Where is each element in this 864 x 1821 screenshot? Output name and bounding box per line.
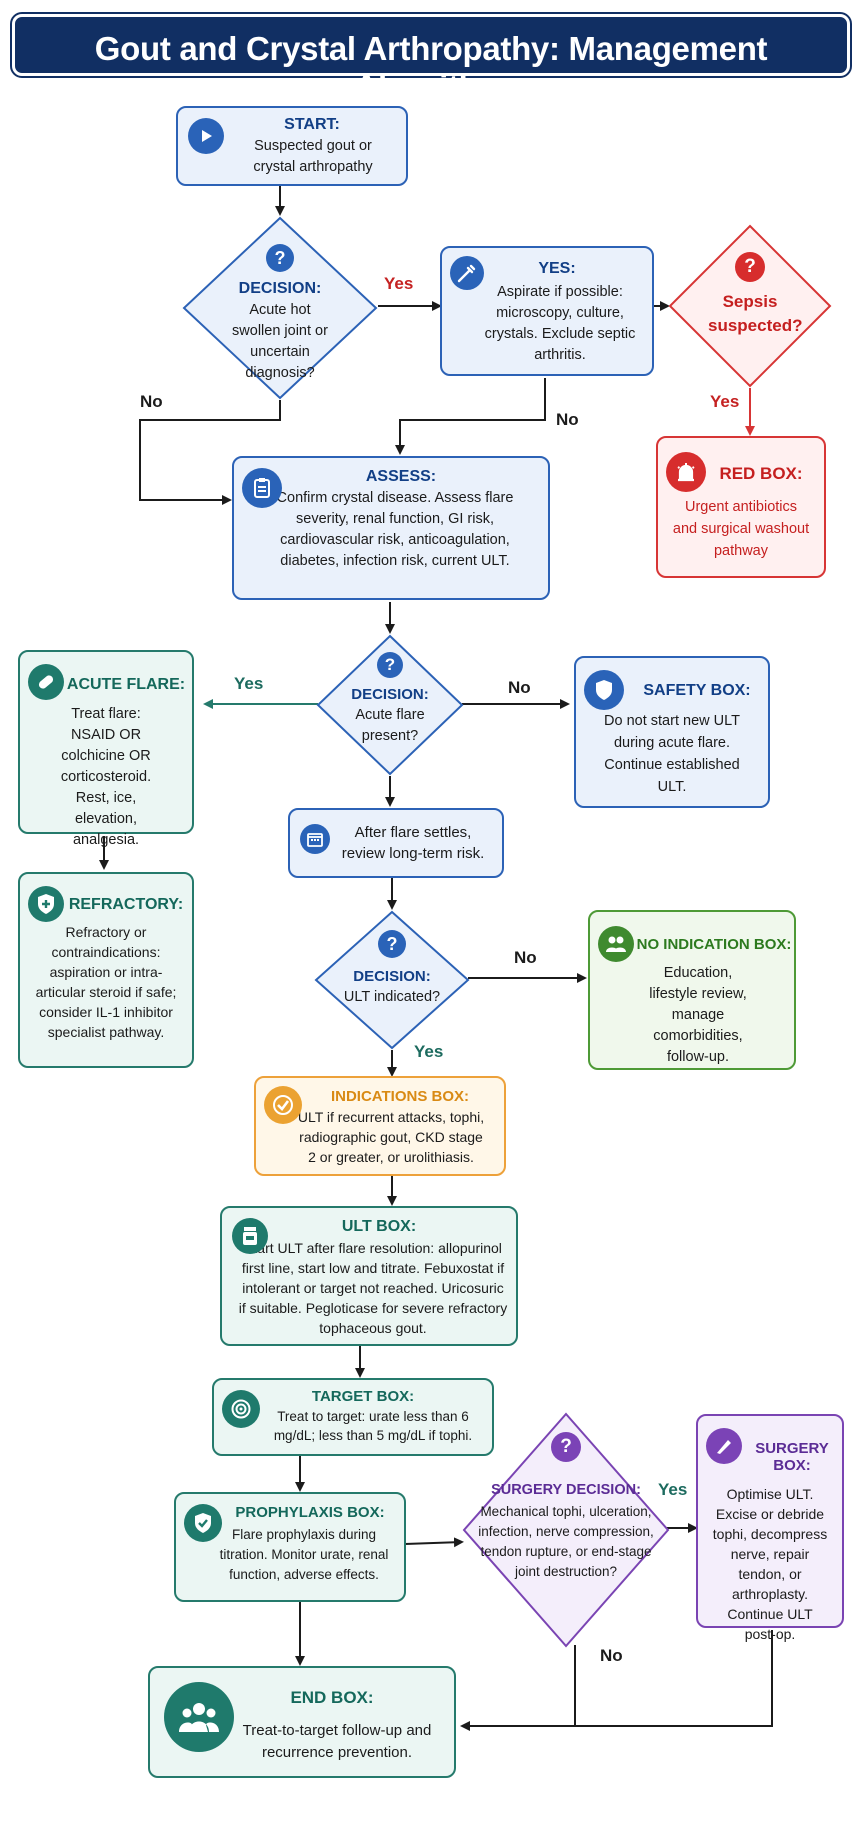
no-indication-box: NO INDICATION BOX: Education, lifestyle …: [588, 910, 796, 1070]
ult-heading: ULT BOX:: [341, 1218, 417, 1235]
decision1-text: Acute hot swollen joint or uncertain dia…: [232, 302, 328, 381]
prophylaxis-heading: PROPHYLAXIS BOX:: [235, 1504, 385, 1521]
decision3-heading: DECISION:: [353, 968, 431, 985]
arrow-surgdec-no: [460, 1645, 576, 1731]
acute-heading: ACUTE FLARE:: [66, 676, 186, 693]
decision3-text: ULT indicated?: [343, 989, 441, 1005]
assess-heading: ASSESS:: [365, 468, 437, 485]
play-icon: [188, 118, 224, 154]
safety-box: SAFETY BOX: Do not start new ULT during …: [574, 656, 770, 808]
question-icon: ?: [378, 930, 406, 958]
sepsis-text: Sepsis suspected?: [708, 292, 803, 335]
aspirate-text: Aspirate if possible: microscopy, cultur…: [484, 284, 636, 363]
decision1-yes-label: Yes: [384, 274, 414, 293]
acute-text: Treat flare: NSAID OR colchicine OR cort…: [60, 706, 152, 848]
acute-flare-box: ACUTE FLARE: Treat flare: NSAID OR colch…: [18, 650, 194, 848]
end-text: Treat-to-target follow-up and recurrence…: [242, 1722, 432, 1761]
surgdec-no-label: No: [600, 1646, 623, 1665]
indications-text: ULT if recurrent attacks, tophi, radiogr…: [297, 1109, 485, 1165]
redbox-text: Urgent antibiotics and surgical washout …: [672, 499, 810, 559]
arrow-decision1-no: [139, 400, 281, 505]
assess-box: ASSESS: Confirm crystal disease. Assess …: [232, 456, 550, 600]
surgery-decision-diamond: ? SURGERY DECISION: Mechanical tophi, ul…: [462, 1412, 670, 1648]
end-heading: END BOX:: [290, 1688, 374, 1707]
group-icon: [164, 1682, 234, 1752]
assess-text: Confirm crystal disease. Assess flare se…: [276, 490, 514, 569]
aspirate-box: YES: Aspirate if possible: microscopy, c…: [440, 246, 654, 376]
surgery-heading: SURGERY BOX:: [755, 1440, 829, 1474]
ult-box: ULT BOX: Start ULT after flare resolutio…: [220, 1206, 518, 1346]
decision2-no-label: No: [508, 678, 531, 697]
decision2-text: Acute flare present?: [355, 707, 425, 744]
decision1-diamond: ? DECISION: Acute hot swollen joint or u…: [182, 216, 378, 400]
settle-text: After flare settles, review long-term ri…: [341, 824, 485, 862]
shield-icon: [584, 670, 624, 710]
surgery-text: Optimise ULT. Excise or debride tophi, d…: [712, 1486, 828, 1642]
target-text: Treat to target: urate less than 6 mg/dL…: [273, 1409, 473, 1443]
arrow-surgery-to-end: [575, 1630, 773, 1727]
shield-plus-icon: [28, 886, 64, 922]
decision1-heading: DECISION:: [238, 280, 322, 297]
check-circle-icon: [264, 1086, 302, 1124]
surgdec-text: Mechanical tophi, ulceration, infection,…: [478, 1504, 654, 1579]
indications-box: INDICATIONS BOX: ULT if recurrent attack…: [254, 1076, 506, 1176]
safety-heading: SAFETY BOX:: [643, 682, 751, 699]
indications-heading: INDICATIONS BOX:: [330, 1088, 470, 1105]
noind-text: Education, lifestyle review, manage como…: [649, 965, 747, 1065]
arrow-aspirate-no: [395, 378, 546, 455]
clipboard-icon: [242, 468, 282, 508]
target-box: TARGET BOX: Treat to target: urate less …: [212, 1378, 494, 1456]
alarm-icon: [666, 452, 706, 492]
pill-icon: [28, 664, 64, 700]
calendar-icon: [300, 824, 330, 854]
safety-text: Do not start new ULT during acute flare.…: [604, 713, 740, 795]
end-box: END BOX: Treat-to-target follow-up and r…: [148, 1666, 456, 1778]
ult-text: Start ULT after flare resolution: allopu…: [238, 1240, 508, 1336]
refractory-text: Refractory or contraindications: aspirat…: [35, 924, 177, 1040]
arrow-prophylaxis-to-surgdec: [404, 1537, 464, 1548]
red-box: RED BOX: Urgent antibiotics and surgical…: [656, 436, 826, 578]
people-icon: [598, 926, 634, 962]
refractory-box: REFRACTORY: Refractory or contraindicati…: [18, 872, 194, 1068]
aspirate-no-label: No: [556, 410, 579, 429]
question-icon: ?: [735, 252, 765, 282]
decision3-no-label: No: [514, 948, 537, 967]
surgery-box: SURGERY BOX: Optimise ULT. Excise or deb…: [696, 1414, 844, 1642]
title-banner: Gout and Crystal Arthropathy: Management…: [10, 12, 852, 105]
noind-heading: NO INDICATION BOX:: [636, 936, 792, 953]
target-heading: TARGET BOX:: [311, 1388, 415, 1405]
decision3-yes-label: Yes: [414, 1042, 444, 1061]
pill-bottle-icon: [232, 1218, 268, 1254]
decision1-no-label: No: [140, 392, 163, 411]
refractory-heading: REFRACTORY:: [68, 896, 184, 913]
aspirate-heading: YES:: [538, 260, 576, 277]
prophylaxis-box: PROPHYLAXIS BOX: Flare prophylaxis durin…: [174, 1492, 406, 1602]
start-heading: START:: [284, 116, 340, 133]
surgdec-heading: SURGERY DECISION:: [491, 1482, 641, 1498]
decision2-heading: DECISION:: [351, 686, 429, 703]
settle-box: After flare settles, review long-term ri…: [288, 808, 504, 878]
start-text: Suspected gout or crystal arthropathy: [253, 138, 373, 175]
redbox-heading: RED BOX:: [719, 464, 803, 483]
sepsis-yes-label: Yes: [710, 392, 740, 411]
target-icon: [222, 1390, 260, 1428]
question-icon: ?: [377, 652, 403, 678]
prophylaxis-text: Flare prophylaxis during titration. Moni…: [219, 1527, 389, 1582]
decision3-diamond: ? DECISION: ULT indicated?: [314, 910, 470, 1050]
scalpel-icon: [706, 1428, 742, 1464]
sepsis-diamond: ? Sepsis suspected?: [668, 224, 832, 388]
decision2-diamond: ? DECISION: Acute flare present?: [316, 634, 464, 776]
question-icon: ?: [266, 244, 294, 272]
shield-check-icon: [184, 1504, 222, 1542]
question-icon: ?: [551, 1432, 581, 1462]
page-title: Gout and Crystal Arthropathy: Management…: [94, 30, 768, 105]
syringe-icon: [450, 256, 484, 290]
decision2-yes-label: Yes: [234, 674, 264, 693]
start-box: START: Suspected gout or crystal arthrop…: [176, 106, 408, 186]
surgdec-yes-label: Yes: [658, 1480, 688, 1499]
